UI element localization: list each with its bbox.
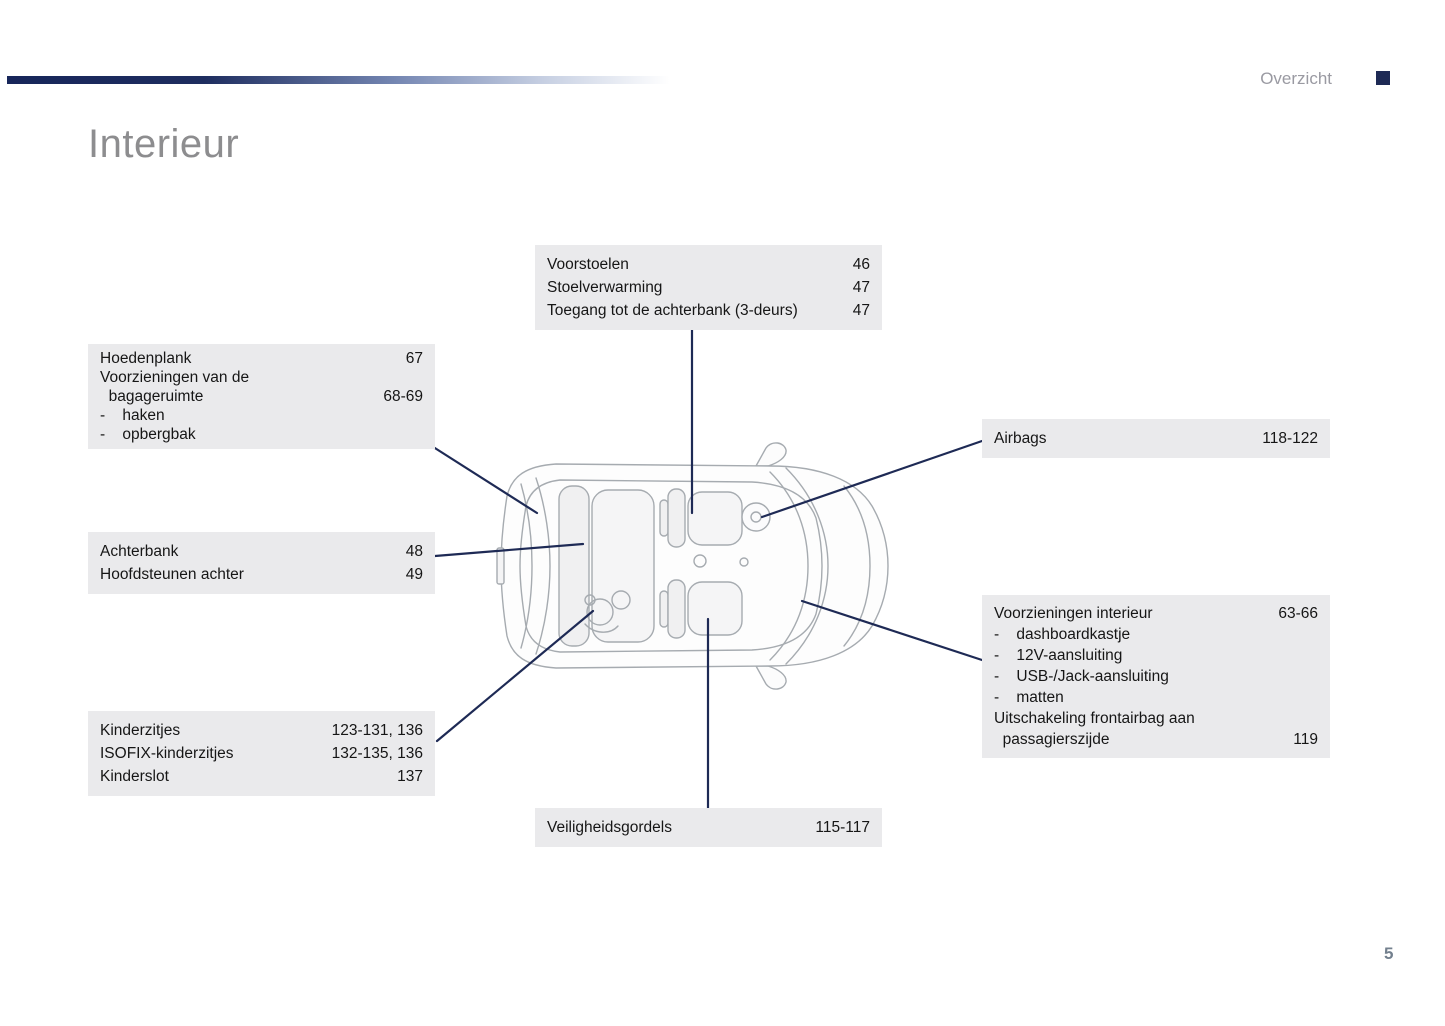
callout-row: - USB-/Jack-aansluiting (994, 666, 1318, 687)
callout-row: Toegang tot de achterbank (3-deurs) 47 (547, 299, 870, 322)
entry-label: Voorzieningen van de bagageruimte (100, 369, 250, 405)
entry-page-ref: 119 (1293, 731, 1318, 748)
header-gradient-bar (7, 76, 712, 84)
callout-row: - dashboardkastje (994, 624, 1318, 645)
entry-page-ref: 132-135, 136 (331, 745, 423, 762)
callout-airbags: Airbags 118-122 (982, 419, 1330, 458)
callout-front-seats: Voorstoelen 46 Stoelverwarming 47 Toegan… (535, 245, 882, 330)
entry-label: - USB-/Jack-aansluiting (994, 668, 1169, 685)
callout-row: Veiligheidsgordels 115-117 (547, 816, 870, 839)
leader-airbags (760, 439, 984, 519)
callout-row: Kinderzitjes 123-131, 136 (100, 719, 423, 742)
entry-label: Voorzieningen interieur (994, 605, 1153, 622)
entry-label: Hoofdsteunen achter (100, 566, 244, 583)
entry-label: Stoelverwarming (547, 279, 663, 296)
entry-label: - haken (100, 407, 165, 424)
callout-row: Hoedenplank 67 (100, 349, 423, 368)
entry-page-ref: 46 (852, 256, 870, 273)
leader-parcel-shelf (425, 441, 539, 515)
callout-row: Voorzieningen interieur 63-66 (994, 603, 1318, 624)
callout-row: Uitschakeling frontairbag aan passagiers… (994, 708, 1318, 750)
entry-page-ref: 63-66 (1278, 605, 1318, 622)
entry-label: - matten (994, 689, 1064, 706)
entry-page-ref: 137 (397, 768, 423, 785)
callout-child-seats: Kinderzitjes 123-131, 136 ISOFIX-kinderz… (88, 711, 435, 796)
entry-page-ref: 67 (405, 350, 423, 367)
callout-row: Hoofdsteunen achter 49 (100, 563, 423, 586)
car-top-view-illustration (496, 442, 889, 690)
callout-row: Achterbank 48 (100, 540, 423, 563)
callout-row: - matten (994, 687, 1318, 708)
entry-label: Kinderslot (100, 768, 169, 785)
callout-row: Stoelverwarming 47 (547, 276, 870, 299)
entry-label: Uitschakeling frontairbag aan passagiers… (994, 710, 1195, 748)
entry-page-ref: 118-122 (1262, 430, 1318, 447)
page-title: Interieur (88, 122, 240, 166)
entry-page-ref: 68-69 (383, 388, 423, 405)
callout-row: - opbergbak (100, 425, 423, 444)
entry-label: - 12V-aansluiting (994, 647, 1123, 664)
entry-page-ref: 47 (852, 302, 870, 319)
leader-lines (425, 328, 984, 810)
callout-parcel-shelf: Hoedenplank 67 Voorzieningen van de baga… (88, 344, 435, 449)
entry-label: - opbergbak (100, 426, 196, 443)
callout-row: ISOFIX-kinderzitjes 132-135, 136 (100, 742, 423, 765)
callout-row: - 12V-aansluiting (994, 645, 1318, 666)
callout-seat-belts: Veiligheidsgordels 115-117 (535, 808, 882, 847)
callout-row: Airbags 118-122 (994, 427, 1318, 450)
entry-label: Airbags (994, 430, 1047, 447)
entry-page-ref: 48 (405, 543, 423, 560)
callout-row: Voorzieningen van de bagageruimte 68-69 (100, 368, 423, 406)
section-marker-square (1376, 71, 1390, 85)
leader-rear-bench (433, 542, 585, 558)
entry-page-ref: 123-131, 136 (331, 722, 423, 739)
entry-label: Voorstoelen (547, 256, 629, 273)
section-label: Overzicht (1260, 69, 1332, 88)
entry-label: Kinderzitjes (100, 722, 181, 739)
entry-page-ref: 115-117 (815, 819, 870, 836)
leader-child-seats (435, 609, 595, 743)
entry-page-ref: 49 (405, 566, 423, 583)
entry-label: Toegang tot de achterbank (3-deurs) (547, 302, 798, 319)
callout-interior-features: Voorzieningen interieur 63-66 - dashboar… (982, 595, 1330, 758)
entry-label: Hoedenplank (100, 350, 192, 367)
callout-row: Kinderslot 137 (100, 765, 423, 788)
entry-page-ref: 47 (852, 279, 870, 296)
callout-row: Voorstoelen 46 (547, 253, 870, 276)
entry-label: - dashboardkastje (994, 626, 1131, 643)
entry-label: Achterbank (100, 543, 179, 560)
callout-rear-bench: Achterbank 48 Hoofdsteunen achter 49 (88, 532, 435, 594)
callout-row: - haken (100, 406, 423, 425)
entry-label: ISOFIX-kinderzitjes (100, 745, 234, 762)
leader-interior-features (800, 599, 984, 662)
entry-label: Veiligheidsgordels (547, 819, 672, 836)
page-number: 5 (1384, 944, 1394, 963)
